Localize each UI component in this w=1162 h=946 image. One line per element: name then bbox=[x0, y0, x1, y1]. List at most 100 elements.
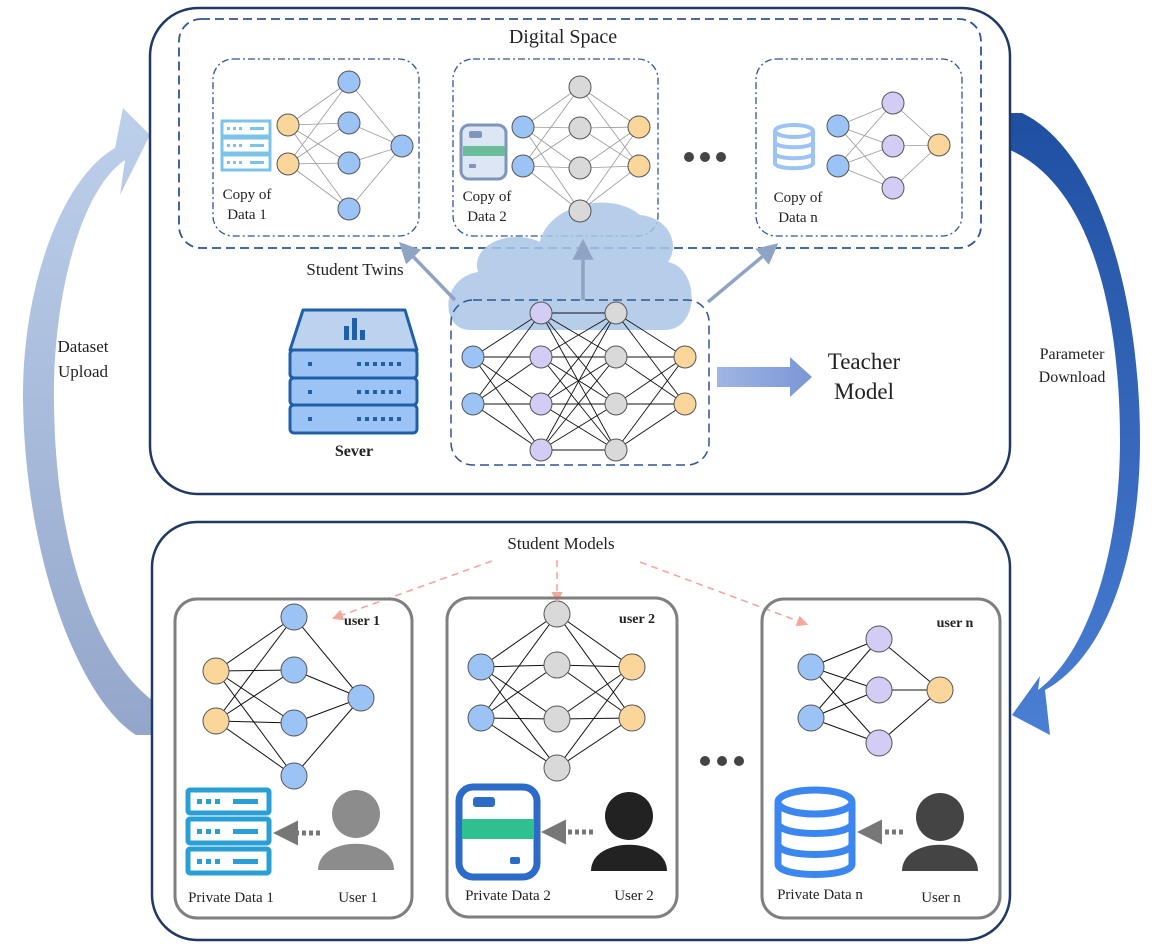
network-node bbox=[337, 151, 361, 175]
network-node bbox=[604, 345, 628, 369]
network-node bbox=[467, 653, 495, 681]
network-node bbox=[926, 676, 954, 704]
student-arrow-n bbox=[639, 561, 809, 627]
network-node bbox=[337, 197, 361, 221]
network-node bbox=[881, 134, 905, 158]
twin-n-database-icon bbox=[773, 123, 815, 171]
more-twins-ellipsis bbox=[684, 152, 726, 162]
network-node bbox=[568, 156, 592, 180]
server-label: Sever bbox=[335, 443, 373, 460]
network-node bbox=[627, 154, 651, 178]
network-node bbox=[461, 345, 485, 369]
user-1-box bbox=[173, 597, 414, 920]
network-node bbox=[543, 705, 571, 733]
student-twins-label: Student Twins bbox=[306, 260, 403, 279]
twin-1-label-line2: Data 1 bbox=[227, 207, 267, 223]
user-n-person-icon bbox=[902, 793, 978, 871]
network-node bbox=[467, 704, 495, 732]
network-node bbox=[865, 625, 893, 653]
network-node bbox=[826, 114, 850, 138]
teacher-output-arrow bbox=[717, 357, 812, 397]
student-arrow-1 bbox=[331, 560, 493, 621]
teacher-network bbox=[461, 301, 697, 462]
twin-box-1 bbox=[212, 58, 420, 237]
digital-space-title: Digital Space bbox=[509, 26, 617, 48]
network-node bbox=[202, 707, 230, 735]
network-node bbox=[865, 729, 893, 757]
dataset-upload-label-line2: Upload bbox=[58, 362, 109, 381]
twin-box-n bbox=[755, 58, 963, 237]
private-data-n-database-icon bbox=[774, 786, 856, 878]
network-node bbox=[280, 762, 308, 790]
network-node bbox=[529, 301, 553, 325]
user-1-label: User 1 bbox=[338, 890, 378, 906]
network-node bbox=[337, 70, 361, 94]
user-n-box bbox=[760, 597, 1002, 920]
private-data-n-label: Private Data n bbox=[777, 887, 863, 903]
dataset-upload-arrow bbox=[22, 108, 152, 735]
twin-n-network bbox=[826, 91, 951, 200]
twin-2-label-line2: Data 2 bbox=[467, 209, 507, 225]
network-node bbox=[797, 653, 825, 681]
network-node bbox=[604, 392, 628, 416]
parameter-download-label-line1: Parameter bbox=[1040, 346, 1106, 363]
network-node bbox=[881, 91, 905, 115]
network-node bbox=[529, 392, 553, 416]
network-node bbox=[280, 603, 308, 631]
network-node bbox=[543, 754, 571, 782]
network-node bbox=[673, 345, 697, 369]
network-node bbox=[337, 111, 361, 135]
user-2-label: User 2 bbox=[614, 888, 654, 904]
private-data-2-mobile-storage-icon bbox=[455, 783, 541, 881]
user-1-person-icon bbox=[318, 790, 394, 870]
network-node bbox=[202, 657, 230, 685]
network-node bbox=[276, 152, 300, 176]
network-node bbox=[511, 154, 535, 178]
student-2-network bbox=[467, 600, 646, 782]
server-icon bbox=[288, 308, 419, 435]
student-1-network bbox=[202, 603, 375, 790]
network-node bbox=[673, 392, 697, 416]
network-node bbox=[568, 199, 592, 223]
twin-1-network bbox=[276, 70, 414, 221]
network-node bbox=[604, 301, 628, 325]
network-node bbox=[881, 176, 905, 200]
parameter-download-arrow bbox=[1010, 113, 1140, 735]
cloud-shape bbox=[448, 202, 692, 330]
user-2-box bbox=[445, 596, 679, 919]
private-data-1-server-rack-icon bbox=[185, 787, 272, 876]
twin-1-server-rack-icon bbox=[220, 119, 272, 172]
network-node bbox=[568, 116, 592, 140]
user-2-tag: user 2 bbox=[619, 612, 655, 627]
network-node bbox=[390, 134, 414, 158]
user-n-label: User n bbox=[921, 890, 961, 906]
twin-1-label-line1: Copy of bbox=[223, 187, 272, 203]
network-node bbox=[529, 345, 553, 369]
user-2-person-icon bbox=[591, 792, 667, 871]
network-node bbox=[511, 115, 535, 139]
dataset-upload-label-line1: Dataset bbox=[58, 337, 109, 356]
network-node bbox=[461, 392, 485, 416]
teacher-to-twin-1-arrow bbox=[399, 241, 457, 302]
private-data-1-label: Private Data 1 bbox=[188, 890, 274, 906]
twin-n-label-line1: Copy of bbox=[774, 190, 823, 206]
network-node bbox=[604, 438, 628, 462]
network-node bbox=[568, 75, 592, 99]
network-node bbox=[797, 704, 825, 732]
more-users-ellipsis bbox=[700, 756, 744, 766]
teacher-network-frame bbox=[450, 299, 710, 466]
twin-n-label-line2: Data n bbox=[778, 210, 818, 226]
teacher-model-label-line1: Teacher bbox=[828, 349, 901, 374]
teacher-to-twin-n-arrow bbox=[706, 243, 779, 304]
student-models-title: Student Models bbox=[507, 534, 614, 553]
twin-2-network bbox=[511, 75, 651, 223]
user-1-tag: user 1 bbox=[344, 614, 380, 629]
network-node bbox=[865, 676, 893, 704]
user-n-tag: user n bbox=[937, 616, 974, 631]
network-node bbox=[280, 709, 308, 737]
twin-2-mobile-storage-icon bbox=[459, 123, 508, 181]
teacher-model-label-line2: Model bbox=[834, 379, 894, 404]
network-node bbox=[618, 704, 646, 732]
student-n-network bbox=[797, 625, 954, 757]
neural-networks bbox=[202, 70, 954, 790]
